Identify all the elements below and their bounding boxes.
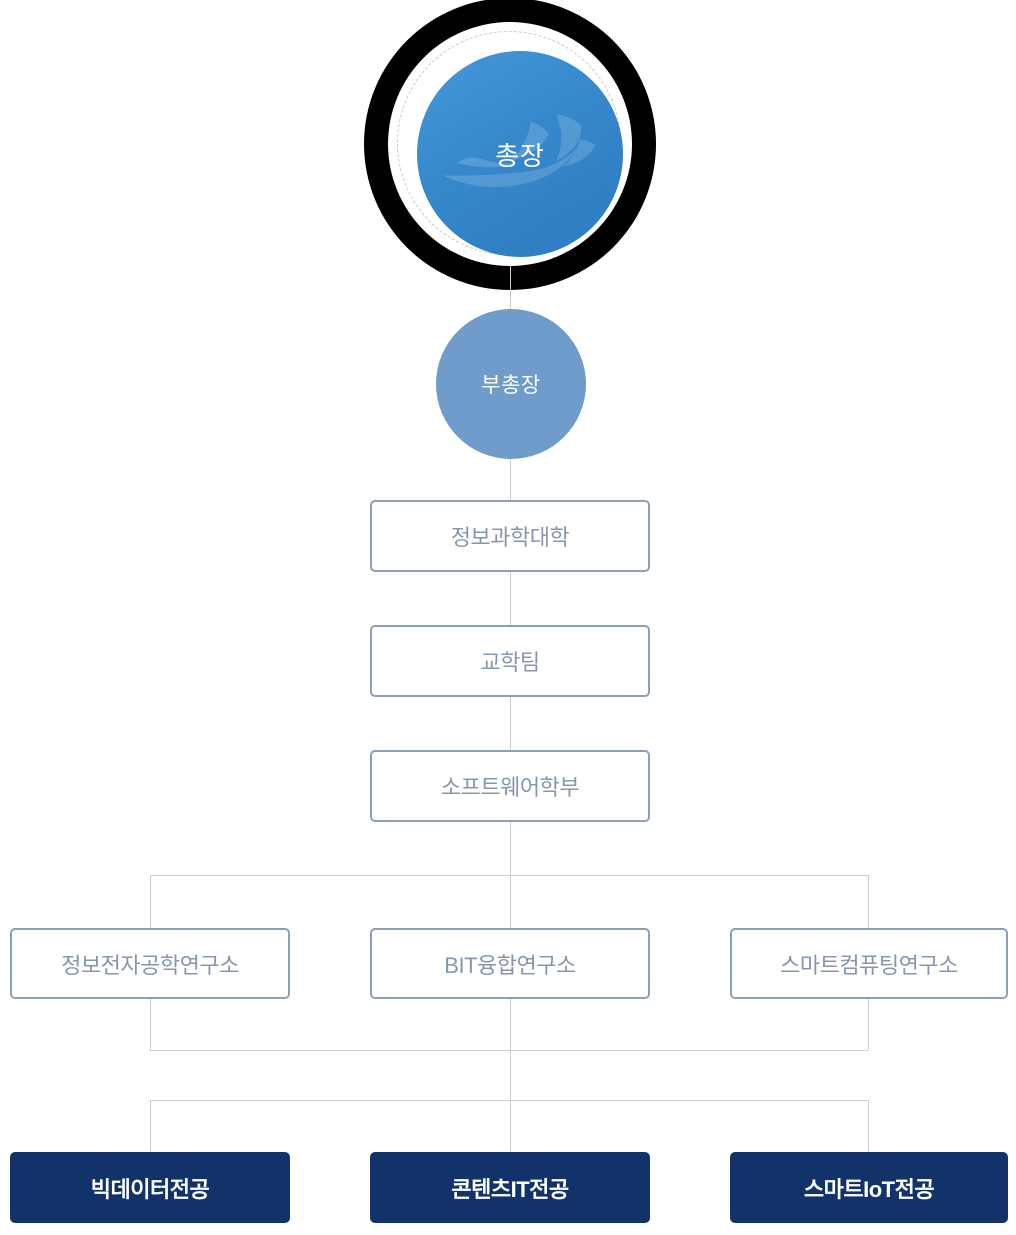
node-major-contents-it: 콘텐츠IT전공 <box>370 1152 650 1223</box>
connector-branch-institutes-top <box>150 875 868 876</box>
connector-branch-majors-top <box>150 1100 868 1101</box>
connector-branch-institutes-bottom <box>150 1050 868 1051</box>
president-node: 총장 <box>364 0 656 290</box>
node-academic-team-label: 교학팀 <box>480 650 540 675</box>
node-academic-team: 교학팀 <box>370 625 650 697</box>
connector-left-institute-join <box>150 999 151 1050</box>
node-major-smart-iot: 스마트IoT전공 <box>730 1152 1008 1223</box>
president-inner-disc: 총장 <box>388 22 632 266</box>
university-wave-logo-watermark-icon <box>442 114 596 188</box>
node-college: 정보과학대학 <box>370 500 650 572</box>
president-label: 총장 <box>495 140 545 171</box>
node-software-faculty: 소프트웨어학부 <box>370 750 650 822</box>
node-major-label: 콘텐츠IT전공 <box>451 1176 569 1202</box>
node-college-label: 정보과학대학 <box>450 525 570 550</box>
node-institute-label: BIT융합연구소 <box>444 952 576 978</box>
node-institute-smart-computing: 스마트컴퓨팅연구소 <box>730 928 1008 999</box>
connector-president-to-vice <box>510 266 511 314</box>
node-major-label: 빅데이터전공 <box>90 1176 210 1202</box>
connector-left-institute-drop <box>150 875 151 928</box>
connector-right-major-drop <box>868 1100 869 1152</box>
connector-left-major-drop <box>150 1100 151 1152</box>
connector-right-institute-drop <box>868 875 869 928</box>
node-institute-label: 정보전자공학연구소 <box>61 952 239 978</box>
node-software-faculty-label: 소프트웨어학부 <box>440 775 580 800</box>
connector-right-institute-join <box>868 999 869 1050</box>
node-major-label: 스마트IoT전공 <box>803 1176 935 1202</box>
node-institute-label: 스마트컴퓨팅연구소 <box>780 952 958 978</box>
node-institute-info-electronics: 정보전자공학연구소 <box>10 928 290 999</box>
vice-president-node: 부총장 <box>436 309 586 459</box>
node-institute-bit-convergence: BIT융합연구소 <box>370 928 650 999</box>
vice-president-label: 부총장 <box>481 374 541 397</box>
president-circle: 총장 <box>417 51 623 257</box>
president-dashed-ring: 총장 <box>397 31 623 257</box>
node-major-bigdata: 빅데이터전공 <box>10 1152 290 1223</box>
